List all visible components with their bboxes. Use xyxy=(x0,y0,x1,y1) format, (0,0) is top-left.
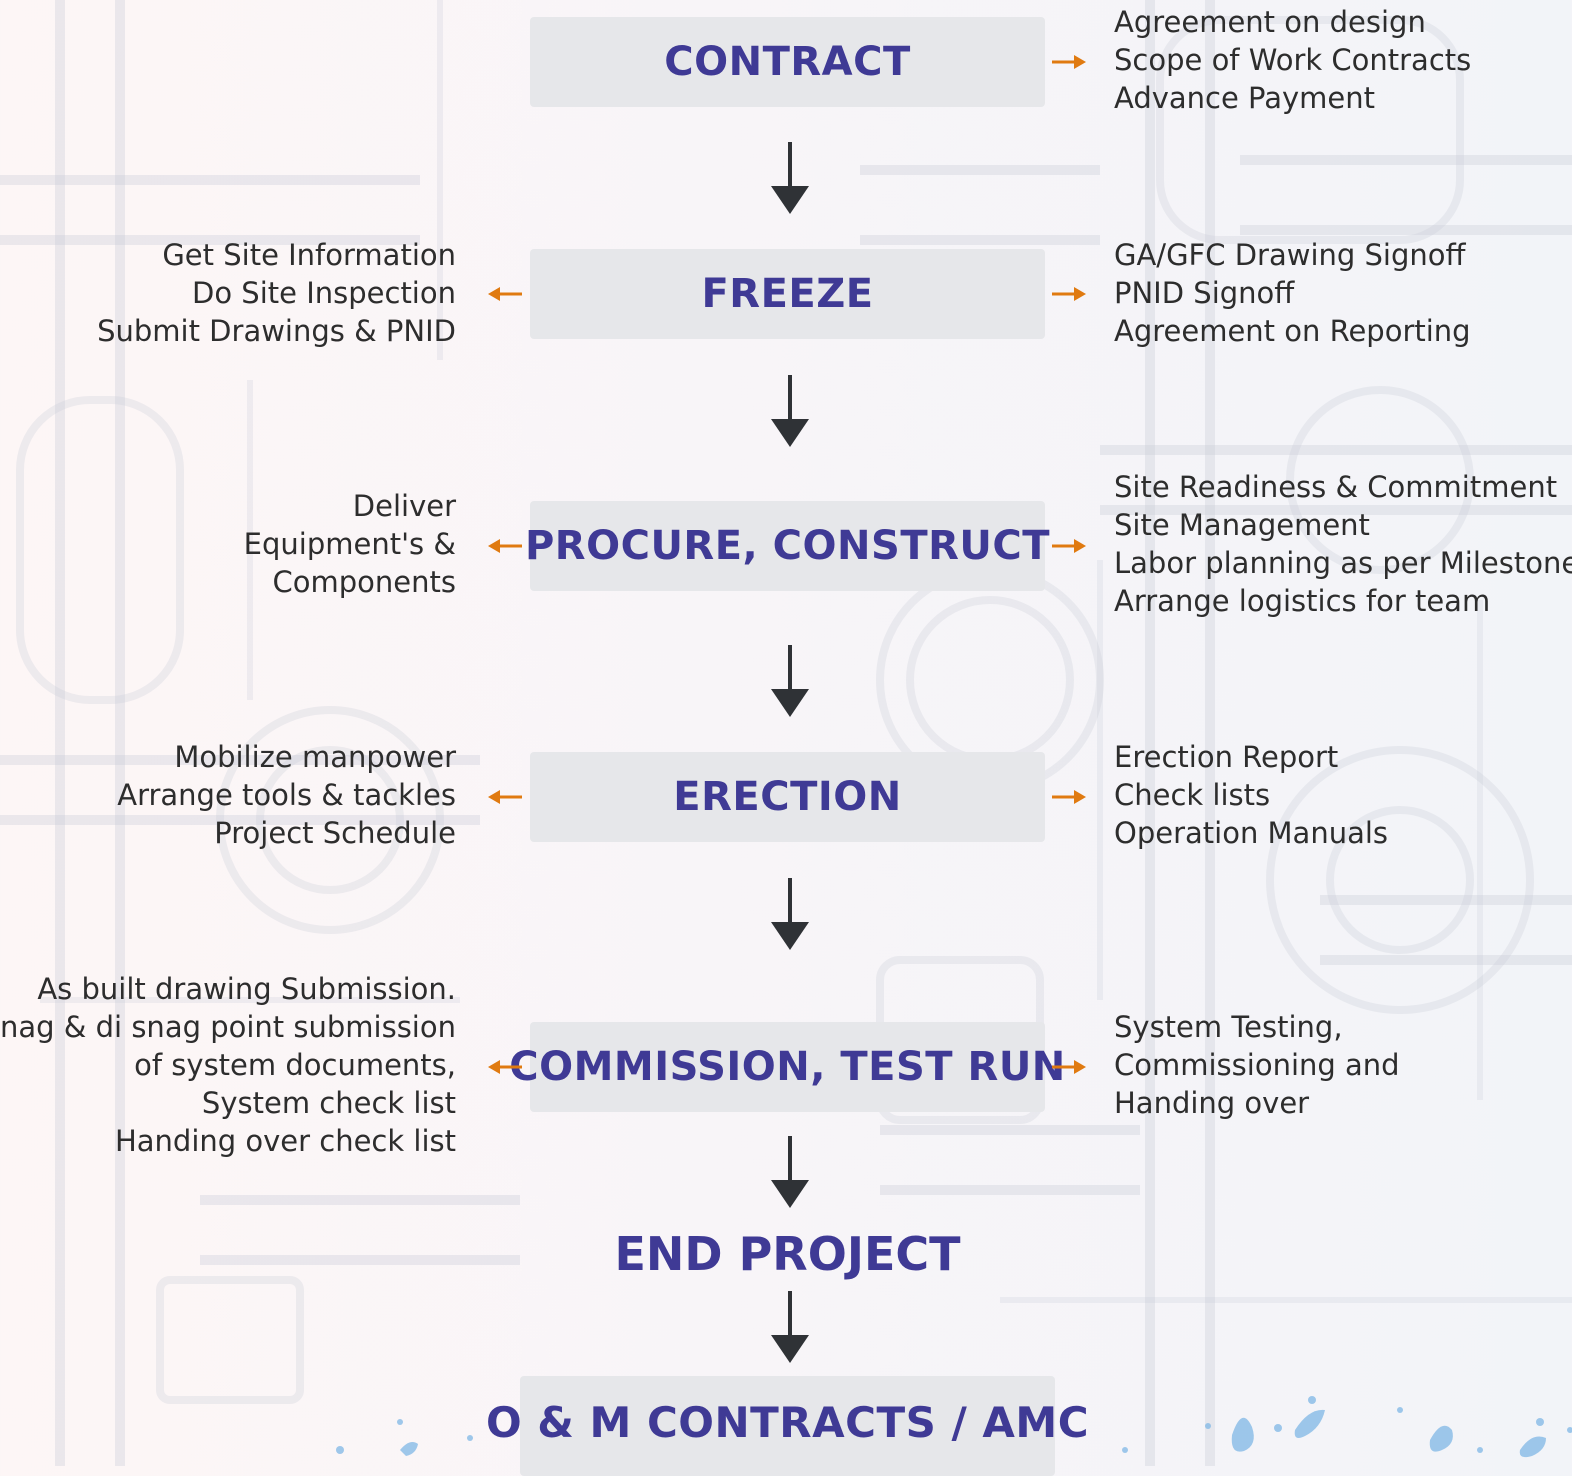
stage-procure-construct: PROCURE, CONSTRUCT xyxy=(525,501,1050,591)
down-arrow-icon xyxy=(771,142,809,214)
right-arrow-icon xyxy=(1052,287,1086,301)
note-line: Mobilize manpower xyxy=(174,740,456,774)
down-arrow-icon xyxy=(771,375,809,447)
note-line: Get Site Information xyxy=(162,238,456,272)
stage-commission-test-run: COMMISSION, TEST RUN xyxy=(509,1022,1065,1112)
note-line: System check list xyxy=(201,1086,456,1120)
note-line: Advance Payment xyxy=(1114,81,1376,115)
stage-om-contracts-amc: O & M CONTRACTS / AMC xyxy=(486,1376,1089,1476)
right-arrow-icon xyxy=(1052,1060,1086,1074)
note-line: of system documents, xyxy=(134,1048,456,1082)
commission-inputs: As built drawing Submission. Snag & di s… xyxy=(0,970,456,1160)
erection-inputs: Mobilize manpower Arrange tools & tackle… xyxy=(117,738,456,852)
stage-end-project-label: END PROJECT xyxy=(614,1227,961,1281)
note-line: System Testing, xyxy=(1114,1010,1343,1044)
stage-om-contracts-amc-label: O & M CONTRACTS / AMC xyxy=(485,1398,1090,1447)
stage-freeze-label: FREEZE xyxy=(701,271,874,317)
note-line: Site Readiness & Commitment xyxy=(1114,470,1558,504)
freeze-outputs: GA/GFC Drawing Signoff PNID Signoff Agre… xyxy=(1114,236,1471,350)
stage-end-project: END PROJECT xyxy=(530,1224,1045,1284)
stage-commission-test-run-label: COMMISSION, TEST RUN xyxy=(509,1044,1066,1090)
note-line: Arrange tools & tackles xyxy=(117,778,456,812)
down-arrow-icon xyxy=(771,645,809,717)
note-line: Equipment's & xyxy=(243,527,456,561)
left-arrow-icon xyxy=(488,539,522,553)
right-arrow-icon xyxy=(1052,55,1086,69)
note-line: Handing over check list xyxy=(114,1124,456,1158)
down-arrow-icon xyxy=(771,1291,809,1363)
note-line: Labor planning as per Milestone xyxy=(1114,546,1572,580)
stage-contract: CONTRACT xyxy=(530,17,1045,107)
stage-freeze: FREEZE xyxy=(530,249,1045,339)
note-line: GA/GFC Drawing Signoff xyxy=(1114,238,1466,272)
note-line: Erection Report xyxy=(1114,740,1339,774)
stage-contract-label: CONTRACT xyxy=(664,39,911,85)
note-line: Project Schedule xyxy=(214,816,456,850)
stage-erection-label: ERECTION xyxy=(673,774,902,820)
stage-procure-construct-label: PROCURE, CONSTRUCT xyxy=(524,523,1051,569)
note-line: Check lists xyxy=(1114,778,1271,812)
stage-erection: ERECTION xyxy=(530,752,1045,842)
note-line: Agreement on design xyxy=(1114,5,1426,39)
note-line: Deliver xyxy=(352,489,456,523)
note-line: Agreement on Reporting xyxy=(1114,314,1471,348)
right-arrow-icon xyxy=(1052,790,1086,804)
procure-inputs: Deliver Equipment's & Components xyxy=(244,487,456,601)
note-line: PNID Signoff xyxy=(1114,276,1295,310)
down-arrow-icon xyxy=(771,1136,809,1208)
note-line: As built drawing Submission. xyxy=(37,972,456,1006)
note-line: Commissioning and xyxy=(1114,1048,1400,1082)
commission-outputs: System Testing, Commissioning and Handin… xyxy=(1114,1008,1400,1122)
note-line: Snag & di snag point submission xyxy=(0,1010,456,1044)
left-arrow-icon xyxy=(488,287,522,301)
note-line: Do Site Inspection xyxy=(192,276,456,310)
erection-outputs: Erection Report Check lists Operation Ma… xyxy=(1114,738,1388,852)
left-arrow-icon xyxy=(488,790,522,804)
note-line: Submit Drawings & PNID xyxy=(97,314,456,348)
note-line: Operation Manuals xyxy=(1114,816,1389,850)
note-line: Arrange logistics for team xyxy=(1114,584,1491,618)
note-line: Site Management xyxy=(1114,508,1370,542)
note-line: Handing over xyxy=(1114,1086,1310,1120)
note-line: Components xyxy=(272,565,456,599)
note-line: Scope of Work Contracts xyxy=(1114,43,1472,77)
right-arrow-icon xyxy=(1052,539,1086,553)
water-splash-decoration xyxy=(336,1396,1572,1458)
left-arrow-icon xyxy=(488,1060,522,1074)
freeze-inputs: Get Site Information Do Site Inspection … xyxy=(97,236,456,350)
contract-outputs: Agreement on design Scope of Work Contra… xyxy=(1114,3,1471,117)
down-arrow-icon xyxy=(771,878,809,950)
procure-outputs: Site Readiness & Commitment Site Managem… xyxy=(1114,468,1572,620)
